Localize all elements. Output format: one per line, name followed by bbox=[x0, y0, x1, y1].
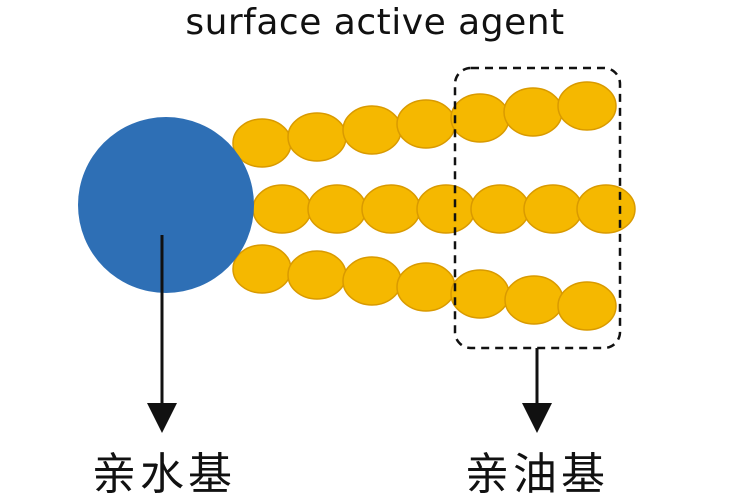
tail-bead bbox=[450, 93, 510, 143]
hydrophilic-label: 亲水基 bbox=[92, 449, 236, 500]
lipophilic-label: 亲油基 bbox=[465, 449, 609, 500]
tail-bead bbox=[342, 256, 402, 306]
tail-bead bbox=[361, 184, 421, 234]
tail-bead bbox=[557, 281, 617, 331]
diagram-title: surface active agent bbox=[185, 2, 565, 43]
tail-bead bbox=[470, 184, 530, 234]
tail-bead bbox=[287, 112, 347, 162]
tail-bead bbox=[523, 184, 583, 234]
tail-bead bbox=[576, 184, 636, 234]
tail-bead bbox=[504, 275, 564, 325]
tail-bead bbox=[396, 262, 456, 312]
hydrophilic-head bbox=[78, 117, 254, 293]
tail-bead bbox=[416, 184, 476, 234]
tail-chain-middle bbox=[252, 184, 636, 234]
tail-bead bbox=[287, 250, 347, 300]
tail-bead bbox=[342, 105, 402, 155]
tail-bead bbox=[557, 81, 617, 131]
tail-bead bbox=[252, 184, 312, 234]
tail-bead bbox=[503, 87, 563, 137]
tail-bead bbox=[307, 184, 367, 234]
tail-bead bbox=[396, 99, 456, 149]
tail-chain-bottom bbox=[232, 244, 617, 331]
tail-bead bbox=[450, 269, 510, 319]
tail-bead bbox=[232, 244, 292, 294]
tail-bead bbox=[232, 118, 292, 168]
tail-chain-top bbox=[232, 81, 617, 168]
